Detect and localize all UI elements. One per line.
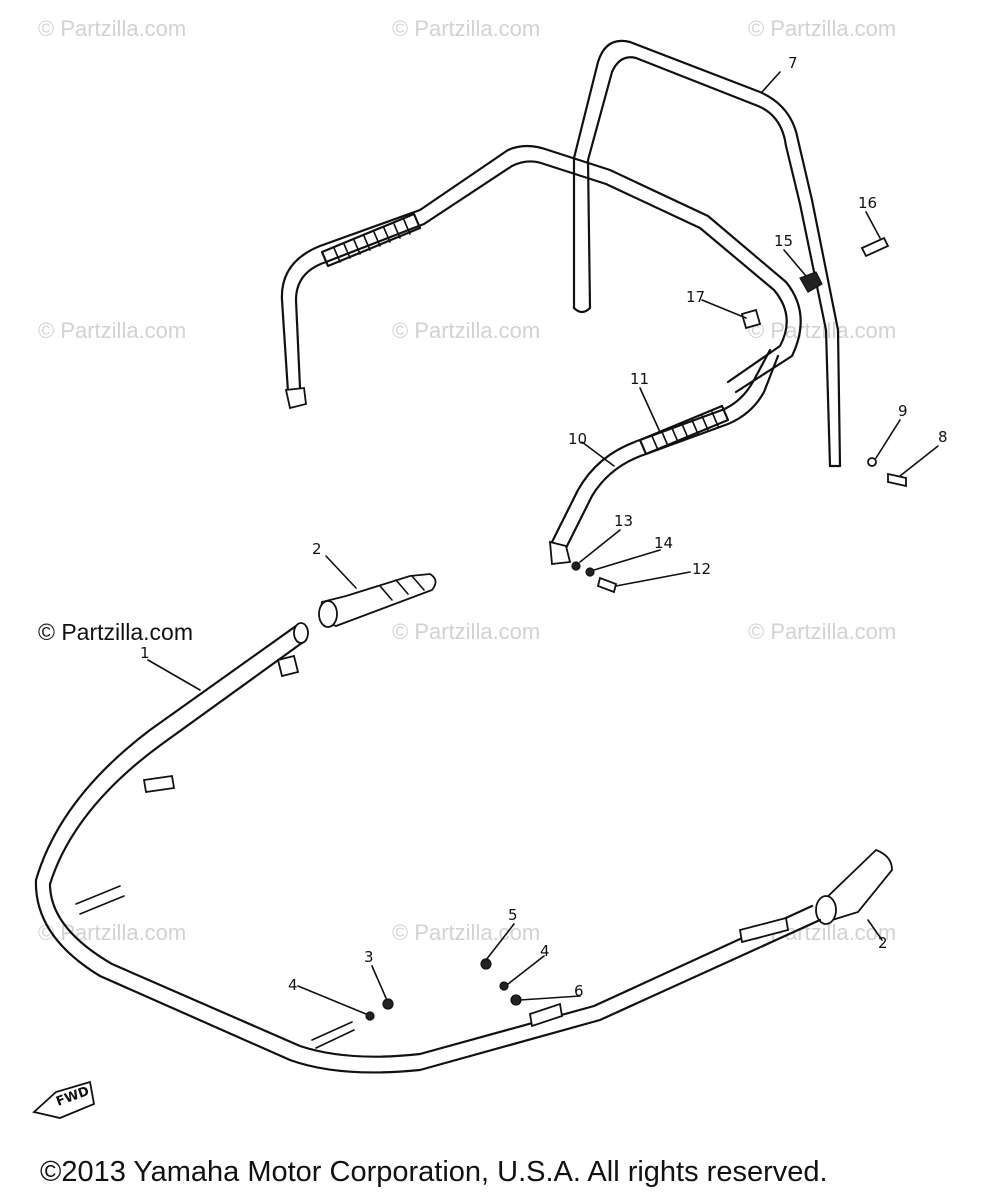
- callout-8: 8: [938, 428, 948, 446]
- callout-3: 3: [364, 948, 374, 966]
- part-17-nut: [740, 308, 762, 330]
- callout-1: 1: [140, 644, 150, 662]
- fwd-arrow: FWD: [32, 1080, 96, 1119]
- callouts: 7 16 15 17 11 10 9 8 13 14 12 2 1 2 3 4 …: [140, 54, 948, 1000]
- callout-6: 6: [574, 982, 584, 1000]
- leader-lines: [147, 71, 939, 1015]
- part-1-main-bumper: [34, 622, 822, 1074]
- callout-16: 16: [858, 194, 877, 212]
- watermark: © Partzilla.com: [38, 619, 193, 645]
- hardware-upper: [571, 236, 907, 594]
- part-12-bolt: [596, 576, 618, 594]
- callout-14: 14: [654, 534, 673, 552]
- watermark: © Partzilla.com: [38, 16, 187, 41]
- watermark: © Partzilla.com: [392, 16, 541, 41]
- callout-4-left: 4: [288, 976, 298, 994]
- callout-12: 12: [692, 560, 711, 578]
- copyright-notice: ©2013 Yamaha Motor Corporation, U.S.A. A…: [40, 1156, 828, 1188]
- watermark: © Partzilla.com: [392, 920, 541, 945]
- callout-15: 15: [774, 232, 793, 250]
- part-7-rear-loop: [572, 39, 842, 468]
- watermark: © Partzilla.com: [748, 16, 897, 41]
- watermark: © Partzilla.com: [392, 619, 541, 644]
- callout-17: 17: [686, 288, 705, 306]
- callout-10: 10: [568, 430, 587, 448]
- watermark: © Partzilla.com: [392, 318, 541, 343]
- part-9-washer: [867, 457, 877, 467]
- part-16-bolt: [860, 236, 890, 258]
- callout-13: 13: [614, 512, 633, 530]
- part-14-washer: [585, 567, 595, 577]
- watermark: © Partzilla.com: [748, 619, 897, 644]
- watermark: © Partzilla.com: [38, 920, 187, 945]
- callout-11: 11: [630, 370, 649, 388]
- part-13-washer: [571, 561, 581, 571]
- callout-2-lower: 2: [878, 934, 888, 952]
- part-11-grip: [638, 404, 730, 456]
- upper-bumper-loop: [280, 144, 802, 410]
- callout-9: 9: [898, 402, 908, 420]
- part-15-clamp: [799, 271, 823, 293]
- callout-4-right: 4: [540, 942, 550, 960]
- part-10-front-bar: [548, 348, 780, 565]
- watermark: © Partzilla.com: [38, 318, 187, 343]
- part-2-end-cap-lower: [815, 848, 893, 925]
- callout-5: 5: [508, 906, 518, 924]
- part-8-bolt: [887, 472, 907, 488]
- callout-2-upper: 2: [312, 540, 322, 558]
- callout-7: 7: [788, 54, 798, 72]
- watermark: © Partzilla.com: [748, 318, 897, 343]
- part-2-end-cap-upper: [318, 573, 437, 628]
- upper-grip-wrap: [320, 212, 422, 268]
